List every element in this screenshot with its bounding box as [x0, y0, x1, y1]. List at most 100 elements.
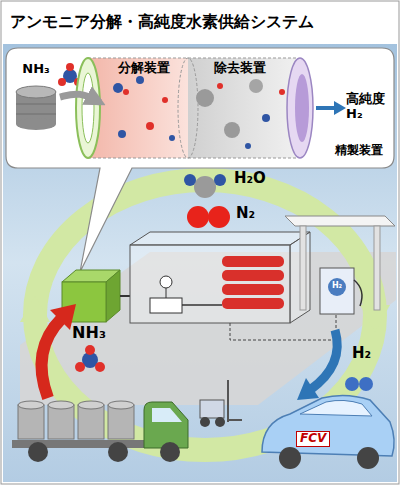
particle	[123, 89, 129, 95]
molecule-atom	[58, 78, 66, 86]
node-label: 分解装置	[118, 61, 170, 76]
hydrogen-molecule	[345, 377, 359, 391]
hydrogen-tank	[222, 298, 284, 309]
forklift-fork	[228, 419, 242, 421]
inlet-opening	[82, 73, 94, 143]
particle	[118, 130, 126, 138]
pipe	[182, 304, 222, 306]
callout-box	[6, 48, 394, 272]
cargo-drum	[48, 401, 74, 409]
cycle-arrowhead	[20, 296, 50, 322]
output-arrowhead	[334, 101, 346, 115]
particle	[169, 135, 175, 141]
pipe	[120, 295, 130, 297]
car-wheel	[279, 447, 301, 469]
connector-group	[60, 94, 100, 102]
particle	[262, 114, 270, 122]
particle	[217, 83, 223, 89]
decomposition-section	[88, 58, 188, 158]
hydrogen-tank	[222, 256, 284, 267]
molecule-label: H₂	[352, 345, 392, 362]
cargo-drum	[18, 405, 44, 439]
hydrogen-molecule	[359, 377, 373, 391]
tube-outline	[88, 58, 296, 59]
molecule-label: H₂O	[234, 170, 284, 187]
display-label: H₂	[326, 281, 348, 290]
particle	[279, 89, 285, 95]
water-molecule	[184, 174, 196, 186]
particle	[245, 143, 251, 149]
particle	[224, 122, 240, 138]
cargo-drum	[78, 405, 104, 439]
diagram-title: アンモニア分解・高純度水素供給システム	[0, 0, 400, 44]
purification-cap	[287, 58, 313, 158]
cargo-drum	[108, 405, 134, 439]
drum-bottom	[16, 118, 56, 130]
station-pillar	[300, 226, 306, 310]
node-label: NH₃	[72, 324, 106, 342]
supply-arrowhead	[297, 378, 319, 400]
node-label: 除去装置	[214, 61, 266, 76]
drum-band	[16, 104, 56, 105]
gauge-stem	[166, 288, 167, 298]
particle	[146, 122, 154, 130]
hydrogen-tank	[222, 270, 284, 281]
cargo-drum	[18, 401, 44, 409]
particle	[249, 79, 263, 93]
molecule-atom	[75, 362, 85, 372]
truck-wheel	[160, 442, 180, 462]
molecule-atom	[85, 345, 95, 355]
fuel-cell-vehicle: FCV	[262, 394, 396, 470]
hydrogen-dispenser	[320, 268, 354, 314]
tube-outline	[88, 158, 296, 159]
ammonia-drum: NH₃	[12, 62, 60, 126]
node-label: 精製装置	[335, 144, 383, 158]
hydrogen-tank	[222, 284, 284, 295]
feed-arrow	[60, 94, 100, 102]
molecule-atom	[66, 63, 74, 71]
molecule-atom	[95, 362, 105, 372]
drum-band	[16, 114, 56, 115]
forklift-wheel	[200, 417, 210, 427]
node-label: NH₃	[22, 62, 49, 77]
node-label: FCV	[296, 431, 330, 447]
station-canopy	[285, 216, 395, 226]
supply-arrow	[310, 330, 337, 390]
dispenser-hose	[354, 280, 362, 306]
car-wheel	[357, 447, 379, 469]
forklift-body	[200, 400, 224, 418]
pressure-gauge	[160, 276, 172, 288]
output-arrow	[316, 106, 336, 110]
particle	[162, 97, 168, 103]
truck-wheel	[28, 442, 48, 462]
station-pillar	[374, 226, 380, 310]
nitrogen-molecule	[187, 206, 209, 228]
purification-core	[295, 74, 309, 142]
decomposition-unit: 分解装置	[100, 58, 188, 158]
fuel-cell-car	[262, 395, 394, 456]
forklift-mast	[227, 380, 229, 422]
inlet-ring	[76, 58, 100, 158]
glass-enclosure-front	[130, 245, 290, 323]
drum-top	[16, 86, 56, 98]
output-label: 高純度H₂	[346, 92, 398, 122]
ammonia-storage: NH₃	[56, 262, 122, 342]
compressor	[150, 298, 182, 313]
tube-section-line	[178, 58, 198, 158]
particle	[196, 89, 214, 107]
water-molecule	[214, 174, 226, 186]
scene-background	[3, 44, 397, 482]
particle	[113, 83, 123, 93]
forklift-wheel	[215, 417, 225, 427]
molecule-label: N₂	[236, 205, 276, 222]
storage-cube-side	[106, 270, 120, 322]
truck-window	[152, 408, 182, 422]
truck-cab	[144, 402, 188, 448]
